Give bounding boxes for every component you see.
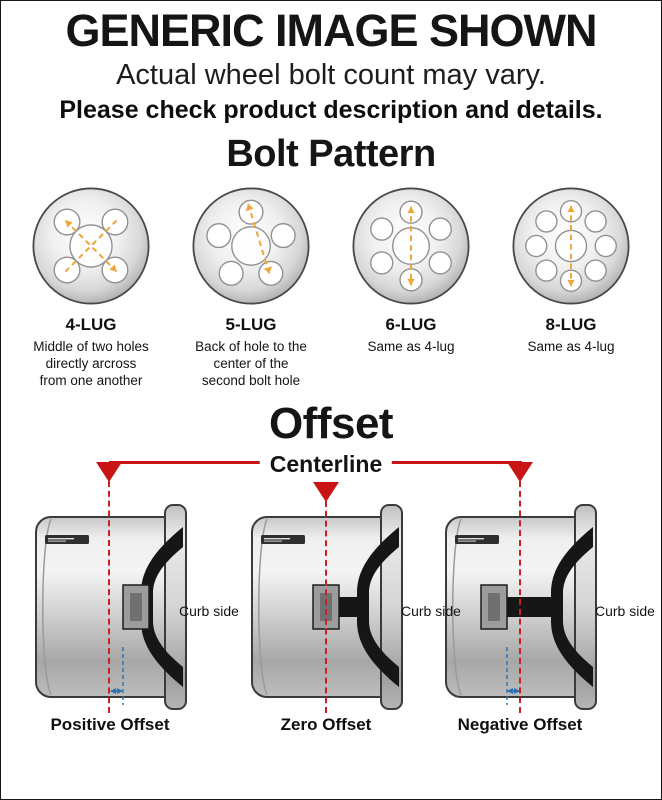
centerline-marker-icon <box>313 482 339 503</box>
8-lug-wheel-icon <box>512 187 630 305</box>
centerline-marker-icon <box>507 462 533 483</box>
centerline-label: Centerline <box>259 451 393 479</box>
lug-description-4: Middle of two holes directly arcross fro… <box>33 338 149 389</box>
centerline-dashed-line <box>519 481 521 714</box>
5-lug-wheel-icon <box>192 187 310 305</box>
lug-item-5: 5-LUG Back of hole to the center of the … <box>177 182 325 390</box>
page-note: Please check product description and det… <box>59 95 603 124</box>
lug-description-6: Same as 4-lug <box>367 338 455 354</box>
header: GENERIC IMAGE SHOWN Actual wheel bolt co… <box>1 5 661 125</box>
lug-diagrams-row: 4-LUG Middle of two holes directly arcro… <box>1 182 661 390</box>
lug-description-5: Back of hole to the center of the second… <box>195 338 307 389</box>
wheel-marking-decoration <box>455 535 499 545</box>
lug-label-5: 5-LUG <box>225 314 277 334</box>
negative-offset-label: Negative Offset <box>457 715 583 735</box>
page-subtitle: Actual wheel bolt count may vary. <box>116 58 546 91</box>
6-lug-wheel-icon <box>352 187 470 305</box>
lug-label-4: 4-LUG <box>65 314 117 334</box>
page-title: GENERIC IMAGE SHOWN <box>65 5 597 56</box>
centerline-dashed-line <box>325 501 327 714</box>
curb-side-label: Curb side <box>595 603 655 620</box>
lug-item-8: 8-LUG Same as 4-lug <box>497 182 645 355</box>
zero-offset-label: Zero Offset <box>280 715 372 735</box>
bolt-pattern-title: Bolt Pattern <box>226 132 436 175</box>
offset-diagram: Centerline <box>1 451 661 743</box>
positive-offset-wheel-diagram <box>31 501 189 713</box>
offset-title: Offset <box>268 399 394 449</box>
lug-label-8: 8-LUG <box>545 314 597 334</box>
positive-offset-label: Positive Offset <box>50 715 170 735</box>
lug-description-8: Same as 4-lug <box>527 338 615 354</box>
wheel-marking-decoration <box>261 535 305 545</box>
lug-label-6: 6-LUG <box>385 314 437 334</box>
offset-section: Offset Centerline <box>1 399 661 743</box>
curb-side-label: Curb side <box>401 603 461 620</box>
wheel-marking-decoration <box>45 535 89 545</box>
centerline-dashed-line <box>108 481 110 714</box>
4-lug-wheel-icon <box>32 187 150 305</box>
lug-item-4: 4-LUG Middle of two holes directly arcro… <box>17 182 165 390</box>
curb-side-label: Curb side <box>179 603 239 620</box>
bolt-pattern-section: Bolt Pattern 4-LUG Middle of two holes d… <box>1 133 661 390</box>
lug-item-6: 6-LUG Same as 4-lug <box>337 182 485 355</box>
centerline-marker-icon <box>96 462 122 483</box>
